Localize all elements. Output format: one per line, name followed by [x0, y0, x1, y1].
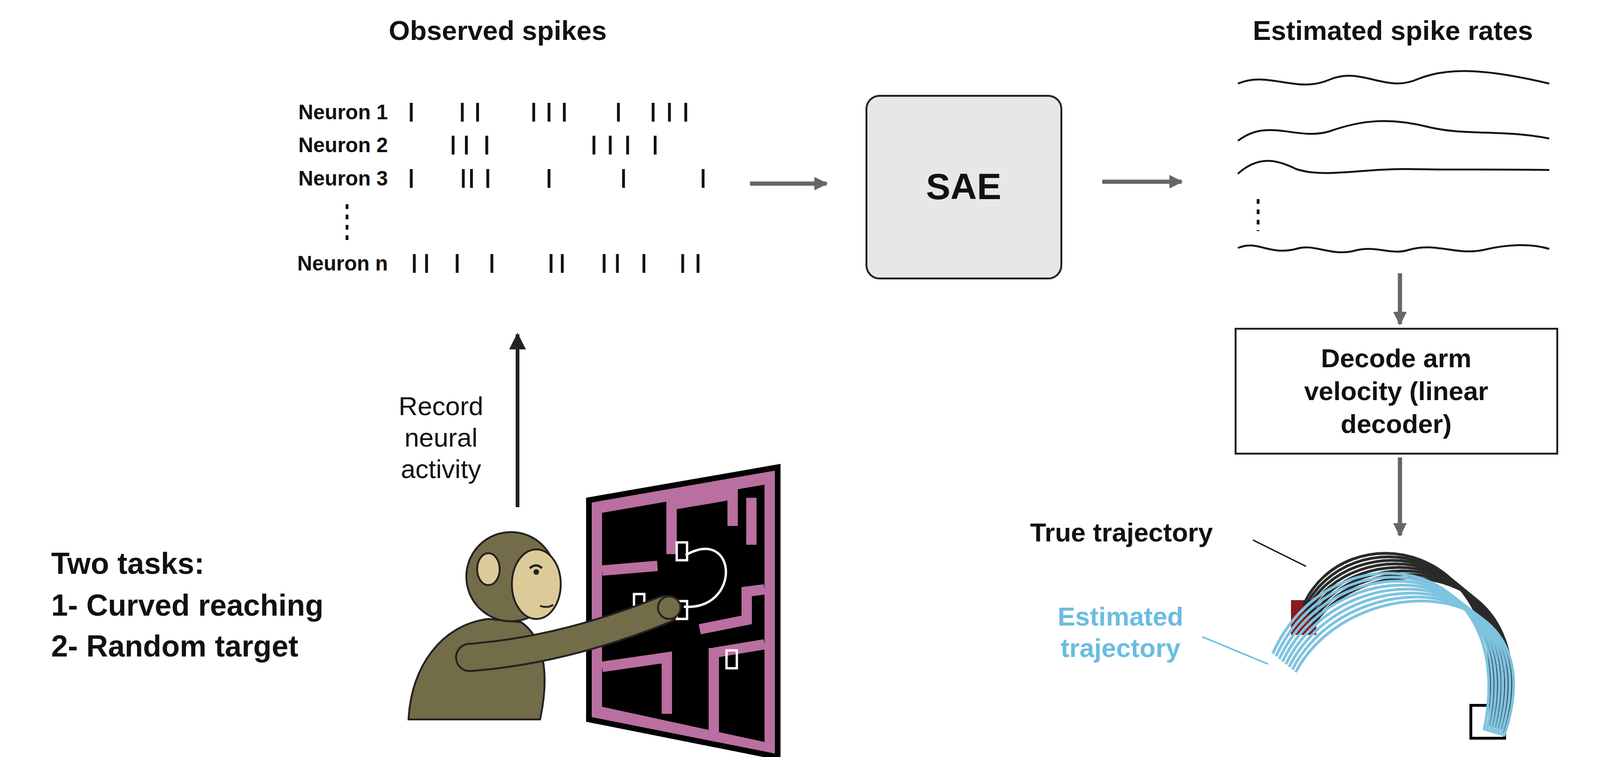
spike — [592, 135, 596, 155]
spike — [608, 135, 612, 155]
spike — [490, 254, 494, 273]
spike — [456, 254, 459, 273]
spike — [651, 102, 655, 122]
spike — [622, 169, 626, 188]
spike — [532, 102, 535, 122]
spike — [476, 102, 480, 122]
spike — [667, 102, 671, 122]
task-heading: Two tasks: — [51, 545, 205, 582]
spike — [696, 254, 700, 273]
ellipsis-dots — [347, 199, 1259, 241]
neuron-label: Neuron 3 — [298, 166, 388, 192]
neuron-label: Neuron 2 — [298, 132, 388, 158]
spike — [642, 254, 646, 273]
estimated-trajectory — [1295, 601, 1514, 737]
trajectory-plot — [1272, 553, 1514, 739]
spike — [425, 254, 428, 273]
spike — [451, 135, 455, 155]
spike — [409, 102, 413, 122]
arrow-label: Record neural activity — [379, 390, 503, 486]
spike — [560, 254, 564, 273]
spike — [617, 102, 620, 122]
spike — [616, 254, 619, 273]
spike — [409, 169, 413, 188]
spike — [563, 102, 566, 122]
leader-lines — [1202, 540, 1307, 665]
spike — [464, 135, 468, 155]
record-arrow — [515, 334, 520, 508]
spike — [460, 102, 464, 122]
spike — [602, 254, 606, 273]
spike — [547, 169, 551, 188]
spike — [547, 102, 551, 122]
spike — [462, 169, 465, 188]
node-text: Decode arm velocity (linear decoder) — [1278, 341, 1514, 441]
trajectory-label: Estimated trajectory — [1045, 600, 1196, 664]
panel-title: Estimated spike rates — [1252, 14, 1533, 47]
panel-title: Observed spikes — [388, 14, 607, 47]
neuron-label: Neuron 1 — [298, 100, 388, 125]
process-box: SAE — [865, 94, 1063, 280]
spike — [684, 102, 688, 122]
spike — [653, 135, 657, 155]
task-item: 1- Curved reaching — [51, 587, 324, 624]
spike — [626, 135, 629, 155]
spike — [470, 169, 473, 188]
spike — [486, 169, 490, 188]
task-item: 2- Random target — [51, 628, 299, 665]
node-text: SAE — [926, 163, 1002, 210]
spike — [701, 169, 705, 188]
rate-curves — [1237, 70, 1550, 253]
trajectory-label: True trajectory — [1029, 516, 1213, 549]
spike — [681, 254, 685, 273]
estimated-trajectory — [1292, 596, 1510, 736]
neuron-label: Neuron n — [297, 251, 388, 277]
monkey — [408, 532, 681, 720]
spike — [412, 254, 416, 273]
spike-raster — [411, 102, 704, 273]
spike — [549, 254, 553, 273]
spike — [485, 135, 489, 155]
decoder-box: Decode arm velocity (linear decoder) — [1234, 327, 1559, 455]
